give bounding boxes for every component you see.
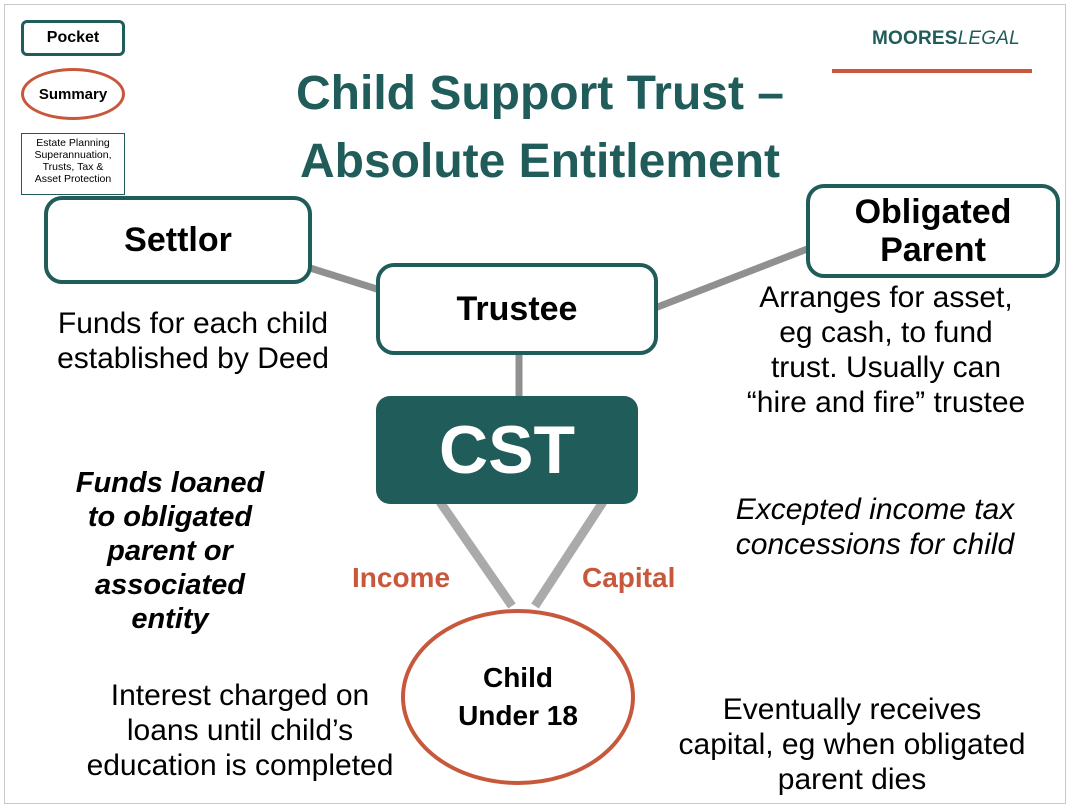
summary-label: Summary [38, 85, 108, 103]
note-line: “hire and fire” trustee [746, 386, 1026, 419]
cst-node: CST [376, 396, 638, 504]
settlor-note: Funds for each child established by Deed [16, 306, 370, 376]
note-line: Excepted income tax [735, 493, 1015, 526]
capital-note: Eventually receives capital, eg when obl… [634, 692, 1070, 797]
note-line: concessions for child [735, 528, 1015, 561]
note-line: associated [95, 569, 245, 601]
capital-edge-label: Capital [582, 562, 676, 593]
note-line: loans until child’s [126, 714, 354, 747]
trustee-label: Trustee [456, 290, 578, 328]
estate-line: Asset Protection [34, 173, 112, 185]
settlor-trustee-line [308, 264, 382, 294]
obligated-parent-node: Obligated Parent [806, 184, 1060, 278]
child-label-line-1: Child [482, 662, 553, 693]
note-line: Interest charged on [110, 679, 370, 712]
note-line: capital, eg when obligated [678, 728, 1026, 761]
note-line: trust. Usually can [770, 351, 1002, 384]
note-line: Arranges for asset, [759, 281, 1013, 314]
cst-label: CST [439, 412, 575, 488]
trustee-obligated-line [653, 242, 817, 312]
note-line: Funds for each child [57, 307, 329, 340]
title-line-2: Absolute Entitlement [299, 135, 781, 188]
summary-button[interactable]: Summary [21, 68, 125, 120]
note-line: eg cash, to fund [779, 316, 993, 349]
pocket-label: Pocket [46, 29, 100, 46]
slide-frame [4, 4, 1066, 804]
pocket-button[interactable]: Pocket [21, 20, 125, 56]
title-line-1: Child Support Trust – [296, 67, 784, 120]
note-line: entity [131, 603, 209, 635]
trustee-node: Trustee [376, 263, 658, 355]
obligated-label-line-2: Parent [880, 231, 986, 269]
note-line: Funds loaned [75, 467, 265, 499]
estate-planning-link[interactable]: Estate Planning Superannuation, Trusts, … [21, 133, 125, 195]
obligated-label-line-1: Obligated [854, 193, 1012, 231]
estate-line: Trusts, Tax & [42, 161, 104, 173]
note-line: to obligated [87, 501, 253, 533]
moores-legal-logo: MOORESLEGAL [872, 28, 1020, 50]
estate-line: Superannuation, [34, 149, 112, 161]
tax-note: Excepted income tax concessions for chil… [690, 492, 1060, 562]
note-line: education is completed [86, 749, 394, 782]
page-title: Child Support Trust – Absolute Entitleme… [230, 60, 850, 196]
loans-note: Funds loaned to obligated parent or asso… [20, 466, 320, 636]
note-line: parent dies [777, 763, 927, 796]
logo-bold: MOORES [872, 28, 958, 49]
settlor-label: Settlor [124, 221, 232, 259]
income-edge-label: Income [352, 562, 451, 593]
interest-note: Interest charged on loans until child’s … [52, 678, 428, 783]
logo-light: LEGAL [957, 28, 1020, 49]
note-line: parent or [107, 535, 233, 567]
child-label-line-2: Under 18 [458, 700, 578, 731]
child-node: Child Under 18 [401, 609, 635, 785]
note-line: Eventually receives [722, 693, 982, 726]
note-line: established by Deed [57, 342, 329, 375]
estate-line: Estate Planning [36, 137, 110, 149]
title-underline [832, 69, 1032, 73]
obligated-parent-note: Arranges for asset, eg cash, to fund tru… [704, 280, 1068, 420]
settlor-node: Settlor [44, 196, 312, 284]
cst-child-capital-line [531, 499, 607, 609]
cst-child-income-line [436, 499, 516, 609]
